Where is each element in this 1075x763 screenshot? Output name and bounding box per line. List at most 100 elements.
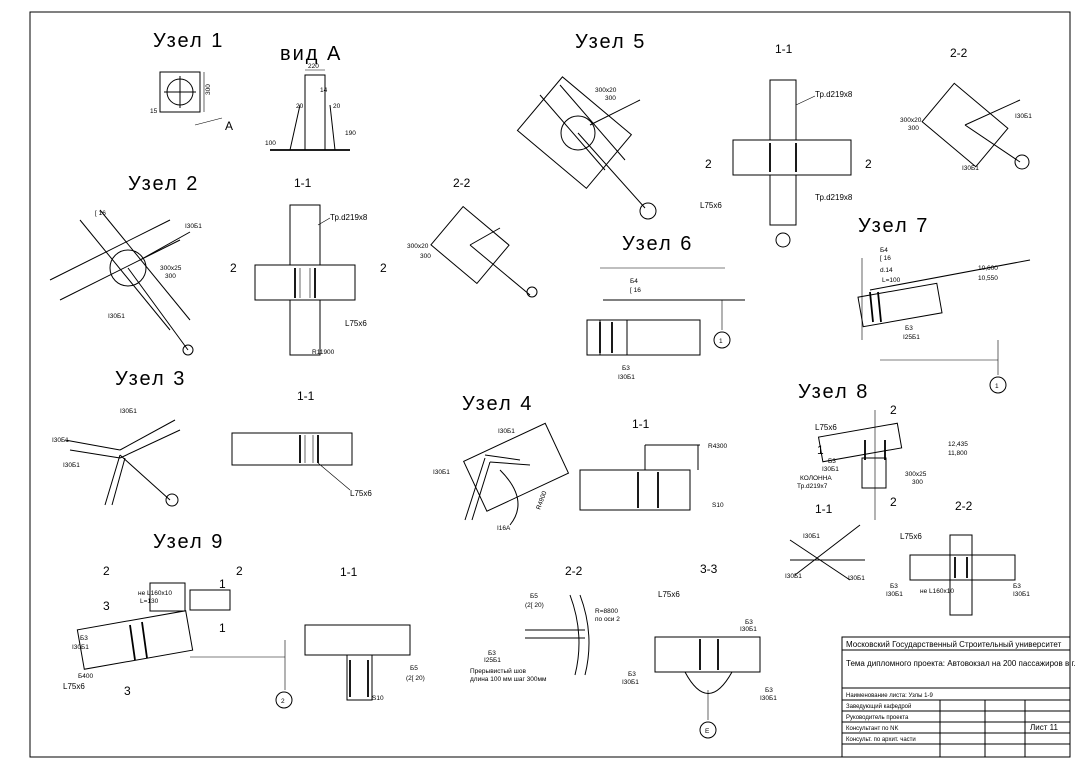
svg-text:L75x6: L75x6: [345, 319, 367, 328]
node-1: Узел 1 300 15 А: [150, 30, 233, 133]
node-4: Узел 4 I30Б1 I30Б1 R4900 I16А: [433, 393, 570, 532]
svg-text:Б3: Б3: [622, 365, 630, 372]
svg-text:I30Б1: I30Б1: [962, 165, 979, 172]
svg-text:12,435: 12,435: [948, 441, 968, 448]
svg-text:I30Б1: I30Б1: [52, 437, 69, 444]
svg-text:300: 300: [420, 253, 431, 260]
tb-sheet: Лист 11: [1030, 723, 1058, 732]
node-3-title: Узел 3: [115, 368, 186, 390]
svg-text:КОЛОННА: КОЛОННА: [800, 475, 832, 482]
svg-text:3: 3: [124, 684, 131, 698]
svg-text:2-2: 2-2: [453, 176, 471, 190]
svg-text:20: 20: [296, 103, 304, 110]
node-5-title: Узел 5: [575, 31, 646, 53]
svg-text:L75x6: L75x6: [900, 532, 922, 541]
svg-text:2-2: 2-2: [565, 564, 583, 578]
svg-text:L=100: L=100: [882, 277, 901, 284]
svg-text:I30Б1: I30Б1: [760, 695, 777, 702]
svg-text:300: 300: [912, 479, 923, 486]
svg-text:Б4: Б4: [880, 247, 888, 254]
svg-text:I30Б1: I30Б1: [120, 408, 137, 415]
svg-text:1-1: 1-1: [775, 42, 793, 56]
svg-text:I30Б1: I30Б1: [1015, 113, 1032, 120]
svg-text:3-3: 3-3: [700, 562, 718, 576]
svg-text:1-1: 1-1: [294, 176, 312, 190]
svg-text:300x25: 300x25: [905, 471, 927, 478]
svg-text:I30Б1: I30Б1: [185, 223, 202, 230]
svg-text:1: 1: [719, 338, 723, 345]
svg-text:2: 2: [890, 495, 897, 509]
svg-text:[ 16: [ 16: [630, 287, 641, 294]
svg-text:1: 1: [995, 383, 999, 390]
node-5-section-1-1: 1-1 Тр.d219x8 Тр.d219x8 L75x6 2 2: [700, 42, 872, 248]
tb-theme: Тема дипломного проекта: Автовокзал на 2…: [846, 659, 1075, 668]
svg-text:Б3: Б3: [745, 619, 753, 626]
svg-text:Тр.d219x7: Тр.d219x7: [797, 483, 828, 490]
svg-text:Е: Е: [705, 728, 710, 735]
svg-text:2-2: 2-2: [950, 46, 968, 60]
svg-text:I30Б1: I30Б1: [740, 626, 757, 633]
svg-text:10,550: 10,550: [978, 275, 998, 282]
svg-text:2: 2: [865, 157, 872, 171]
svg-text:2: 2: [230, 261, 237, 275]
svg-text:I25Б1: I25Б1: [903, 334, 920, 341]
svg-text:I30Б1: I30Б1: [1013, 591, 1030, 598]
svg-text:L75x6: L75x6: [63, 682, 85, 691]
svg-text:Б3: Б3: [905, 325, 913, 332]
view-a-title: вид А: [280, 43, 342, 65]
node-4-section-1-1: 1-1 R4300 S10: [579, 417, 728, 511]
view-a-marker: А: [225, 119, 233, 133]
svg-text:I30Б1: I30Б1: [433, 469, 450, 476]
svg-text:R4300: R4300: [708, 443, 728, 450]
svg-text:I30Б1: I30Б1: [63, 462, 80, 469]
svg-text:1-1: 1-1: [340, 565, 358, 579]
svg-text:300: 300: [908, 125, 919, 132]
tb-row1: Заведующий кафедрой: [846, 703, 911, 710]
svg-text:I30Б1: I30Б1: [72, 644, 89, 651]
svg-text:300: 300: [205, 84, 212, 95]
svg-text:I30Б1: I30Б1: [803, 533, 820, 540]
node-6: Узел 6 1 Б4 [ 16 Б3 I30Б1: [586, 233, 745, 381]
tb-row4: Консульт. по архит. части: [846, 737, 916, 743]
node-7: Узел 7 1 Б4 [ 16 d.14 L=100 10,600 10,55…: [857, 215, 1031, 394]
node-3: Узел 3 I30Б1 I30Б1 I30Б1: [52, 368, 186, 507]
svg-text:I16А: I16А: [497, 525, 511, 532]
node-2-section-2-2: 2-2 300x20 300: [407, 176, 538, 298]
node-8-section-2-2: 2-2 L75x6 Б3 I30Б1 Б3 I30Б1 не L160x10: [886, 499, 1030, 616]
svg-text:L75x6: L75x6: [658, 590, 680, 599]
title-block: Московский Государственный Строительный …: [841, 636, 1075, 758]
svg-text:не L160x10: не L160x10: [138, 590, 172, 597]
svg-text:I30Б1: I30Б1: [785, 573, 802, 580]
svg-text:2: 2: [281, 698, 285, 705]
node-9-section-2-2: 2-2 Б5 (2[ 20) R=8800 по оси 2 Б3 I25Б1 …: [470, 564, 620, 683]
svg-text:2: 2: [380, 261, 387, 275]
svg-text:300x20: 300x20: [595, 87, 617, 94]
tb-row3: Консультант по NK: [846, 726, 899, 732]
svg-text:Б4: Б4: [630, 278, 638, 285]
svg-text:R11900: R11900: [312, 349, 335, 356]
node-6-title: Узел 6: [622, 233, 693, 255]
svg-text:2: 2: [103, 564, 110, 578]
svg-text:1: 1: [219, 577, 226, 591]
svg-text:1-1: 1-1: [632, 417, 650, 431]
svg-text:не L160x10: не L160x10: [920, 588, 954, 595]
svg-text:15: 15: [150, 108, 158, 115]
svg-text:300: 300: [165, 273, 176, 280]
svg-text:1: 1: [817, 443, 824, 457]
svg-text:I30Б1: I30Б1: [822, 466, 839, 473]
svg-text:I30Б1: I30Б1: [618, 374, 635, 381]
svg-text:300: 300: [605, 95, 616, 102]
svg-text:Б3: Б3: [628, 671, 636, 678]
svg-text:Б3: Б3: [80, 635, 88, 642]
svg-text:11,800: 11,800: [948, 450, 968, 457]
svg-text:100: 100: [265, 140, 276, 147]
svg-text:20: 20: [333, 103, 341, 110]
svg-text:I30Б1: I30Б1: [622, 679, 639, 686]
svg-text:I30Б1: I30Б1: [886, 591, 903, 598]
svg-text:(2[ 20): (2[ 20): [525, 602, 544, 609]
svg-text:Б3: Б3: [828, 458, 836, 465]
svg-text:2: 2: [705, 157, 712, 171]
node-2: Узел 2 [ 16 I30Б1 300x25 300 I30Б1: [49, 173, 202, 356]
node-9: Узел 9 2 2 3 3 1 1 2 не L160x10 L=130 Б3…: [63, 531, 293, 709]
